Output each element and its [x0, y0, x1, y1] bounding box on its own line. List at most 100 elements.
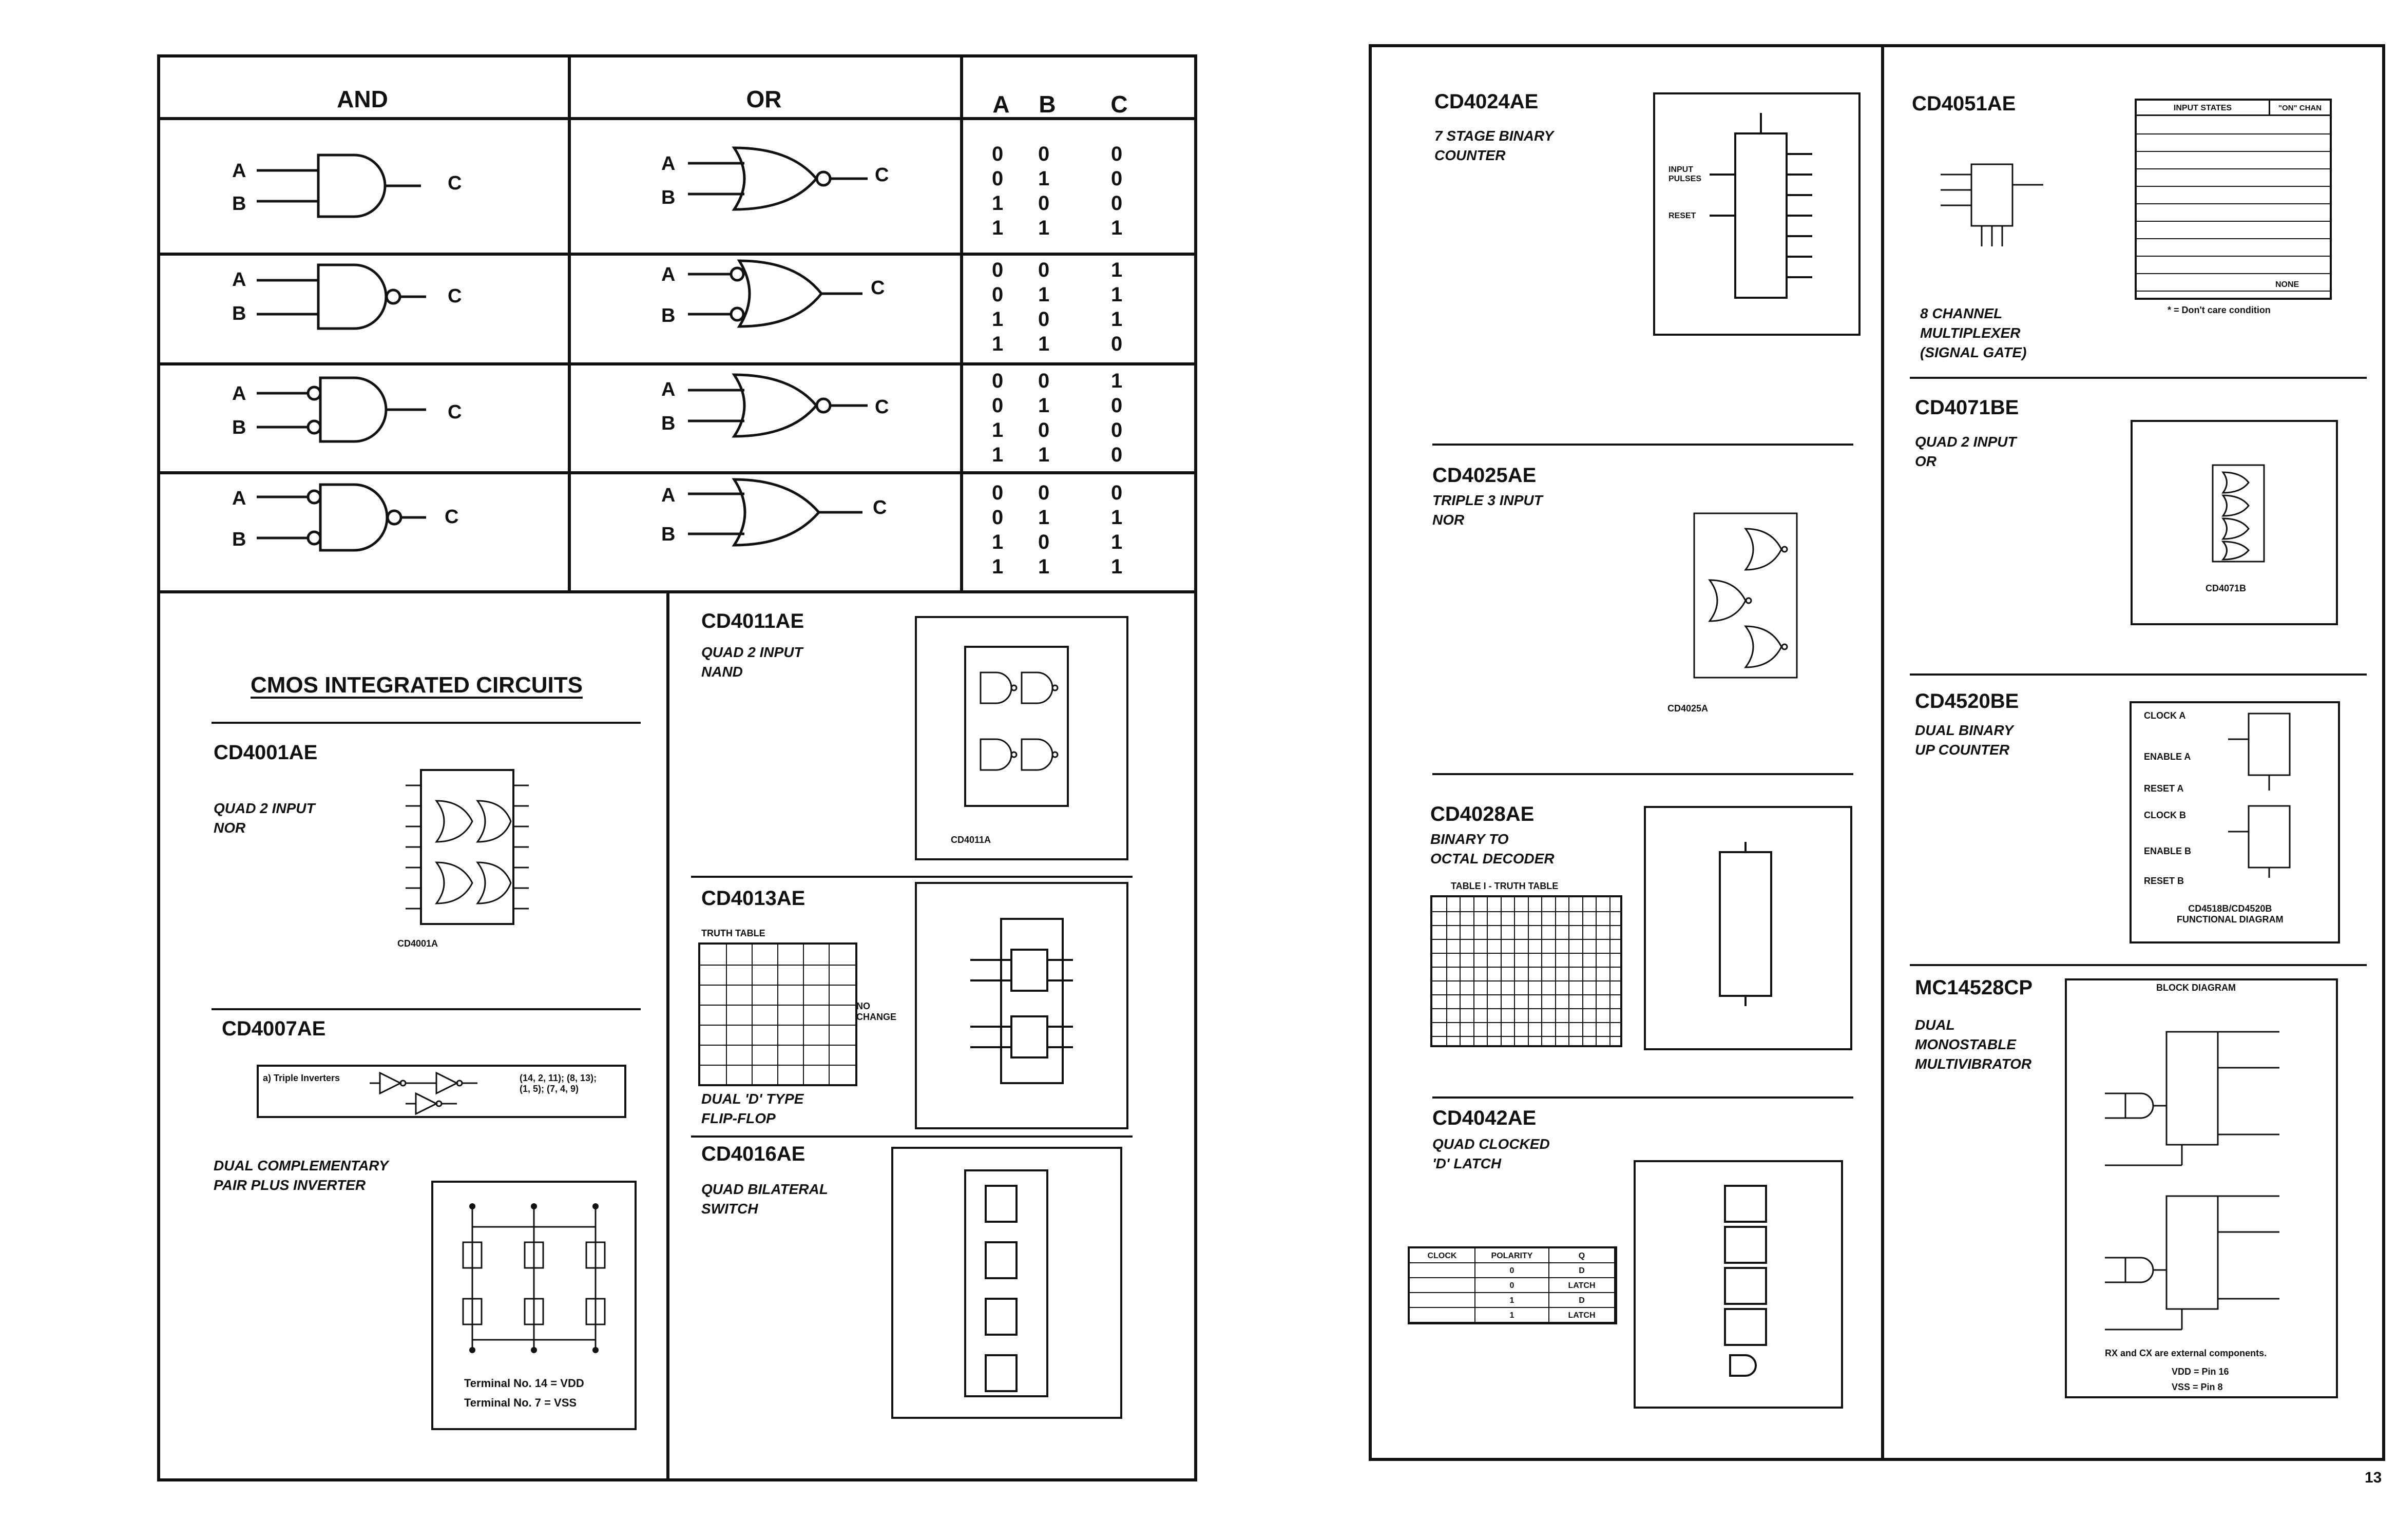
cd4520-reset-b: RESET B — [2144, 876, 2184, 886]
truth-cell: 0 — [1111, 143, 1123, 165]
cd4520-diagram — [2130, 701, 2340, 944]
row3-or-input-a: A — [661, 379, 676, 400]
cd4013-table-col-rule — [777, 945, 778, 1084]
cd4016-title: CD4016AE — [701, 1143, 806, 1165]
cd4007-note: a) Triple Inverters — [263, 1073, 340, 1083]
cmos-title-rule — [212, 722, 641, 724]
truth-cell: 1 — [992, 555, 1004, 578]
cd4051-table-none: NONE — [2275, 280, 2299, 289]
row1-and-output: C — [448, 172, 462, 194]
truth-cell: 0 — [1038, 192, 1050, 215]
cd4011-section-rule — [691, 876, 1133, 878]
cd4001-pinout-diagram — [406, 769, 529, 925]
row4-or-input-a: A — [661, 485, 676, 506]
cd4013-flipflop-icon — [970, 918, 1073, 1084]
cd4013-desc: DUAL 'D' TYPE FLIP-FLOP — [701, 1091, 804, 1126]
cd4071-or-gates-icon — [2212, 464, 2265, 563]
cd4028-table-col-rule — [1514, 897, 1515, 1045]
cd4028-table-col-rule — [1460, 897, 1461, 1045]
cd4051-table-on-header: "ON" CHAN — [2270, 101, 2330, 116]
cd4520-clock-a: CLOCK A — [2144, 710, 2186, 721]
mc14528-diagram — [2065, 978, 2338, 1398]
row3-and-input-b: B — [232, 417, 246, 438]
cd4028-decoder-icon — [1719, 842, 1772, 1006]
truth-cell: 1 — [1111, 370, 1123, 392]
row4-and-input-a: A — [232, 488, 246, 509]
row2-and-input-a: A — [232, 269, 246, 291]
cd4025-nor-diagram — [1693, 512, 1798, 679]
truth-cell: 1 — [992, 531, 1004, 553]
cd4042-table-cell — [1410, 1308, 1475, 1323]
cd4028-table-col-rule — [1473, 897, 1474, 1045]
gate-table-divider-and-or — [568, 54, 571, 593]
cd4051-table-header: INPUT STATES — [2137, 101, 2270, 116]
gate-row-rule-1 — [157, 253, 1197, 256]
cd4007-inverters-icon — [370, 1071, 477, 1115]
cd4028-table-col-rule — [1527, 897, 1529, 1045]
row3-nor-gate-icon — [688, 373, 868, 438]
cd4024-counter-icon — [1710, 113, 1812, 299]
cd4042-table-cell: 0 — [1475, 1278, 1549, 1293]
cd4028-table-col-rule — [1541, 897, 1542, 1045]
right-page-divider — [1881, 44, 1884, 1461]
right-page-frame — [1369, 44, 2385, 1461]
cd4016-diagram — [891, 1147, 1122, 1419]
truth-cell: 0 — [1038, 482, 1050, 504]
truth-cell: 1 — [1111, 531, 1123, 553]
cd4013-table-title: TRUTH TABLE — [701, 928, 765, 938]
cd4007-title: CD4007AE — [222, 1017, 326, 1040]
cd4001-desc: QUAD 2 INPUT NOR — [214, 800, 315, 836]
row3-and-gate-icon — [257, 376, 426, 443]
cd4028-table-rule — [1432, 994, 1620, 995]
mc14528-note-2: VDD = Pin 16 — [2172, 1366, 2229, 1377]
truth-cell: 1 — [1111, 308, 1123, 331]
truth-cell: 1 — [992, 444, 1004, 466]
cd4042-table-header: POLARITY — [1475, 1248, 1549, 1263]
truth-cell: 1 — [1111, 506, 1123, 529]
cd4011-title: CD4011AE — [701, 610, 804, 632]
truth-cell: 0 — [1038, 419, 1050, 441]
cd4028-table-rule — [1432, 953, 1620, 954]
cd4051-table-rule — [2137, 203, 2330, 204]
truth-cell: 1 — [1111, 217, 1123, 239]
cd4028-table-col-rule — [1487, 897, 1488, 1045]
truth-cell: 1 — [1038, 333, 1050, 355]
cd4520-title: CD4520BE — [1915, 690, 2019, 713]
cd4051-note: * = Don't care condition — [2168, 305, 2271, 315]
cd4007-transistor-schematic — [462, 1203, 606, 1353]
truth-cell: 0 — [992, 506, 1004, 529]
cd4042-table-cell — [1410, 1263, 1475, 1278]
truth-cell: 0 — [1111, 482, 1123, 504]
cd4520-reset-a: RESET A — [2144, 783, 2184, 794]
cd4016-desc: QUAD BILATERAL SWITCH — [701, 1181, 828, 1217]
cd4013-table-col-rule — [803, 945, 804, 1084]
truth-cell: 1 — [1038, 444, 1050, 466]
truth-cell: 1 — [992, 217, 1004, 239]
truth-cell: 0 — [992, 394, 1004, 417]
cd4051-mux-icon — [1941, 163, 2043, 246]
gate-row-rule-3 — [157, 471, 1197, 474]
cd4011-caption: CD4011A — [951, 835, 991, 845]
cd4028-table-title: TABLE I - TRUTH TABLE — [1451, 881, 1559, 891]
header-b: B — [1039, 91, 1056, 118]
cd4042-table-cell: 1 — [1475, 1293, 1549, 1308]
gate-table-header-rule — [157, 117, 1197, 120]
truth-cell: 0 — [1038, 531, 1050, 553]
cd4013-table-col-rule — [829, 945, 830, 1084]
cd4042-table-header: Q — [1549, 1248, 1615, 1263]
cd4013-section-rule — [691, 1135, 1133, 1138]
cd4016-switch-icon — [964, 1169, 1048, 1397]
cd4028-section-rule — [1432, 1096, 1853, 1099]
cd4051-table-rule — [2137, 133, 2330, 134]
page-number: 13 — [2365, 1469, 2382, 1486]
mc14528-note-3: VSS = Pin 8 — [2172, 1382, 2223, 1392]
cd4028-table-rule — [1432, 967, 1620, 968]
cd4028-table-rule — [1432, 980, 1620, 981]
header-c: C — [1110, 91, 1128, 118]
truth-cell: 0 — [1111, 394, 1123, 417]
left-page-frame — [157, 54, 1197, 1481]
cd4025-desc: TRIPLE 3 INPUT NOR — [1432, 492, 1543, 528]
cd4051-table-rule — [2137, 221, 2330, 222]
truth-cell: 1 — [992, 419, 1004, 441]
